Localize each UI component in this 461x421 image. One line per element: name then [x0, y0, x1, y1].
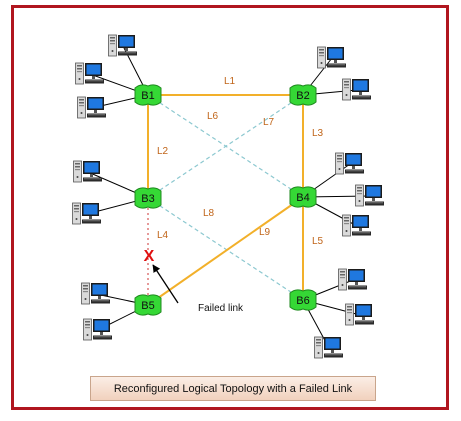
- link-l8: [147, 197, 304, 301]
- node-b6: B6: [289, 289, 317, 311]
- node-b3: B3: [134, 187, 162, 209]
- node-label: B1: [141, 90, 154, 102]
- computer-icon: [342, 78, 372, 101]
- diagram-caption: Reconfigured Logical Topology with a Fai…: [113, 382, 353, 395]
- link-label-l4: L4: [157, 230, 169, 241]
- node-b1: B1: [134, 84, 162, 106]
- failed-link-callout: Failed link: [198, 303, 244, 314]
- link-label-l5: L5: [312, 236, 324, 247]
- computer-icon: [83, 318, 113, 341]
- computer-icon: [335, 152, 365, 175]
- link-label-l9: L9: [259, 227, 271, 238]
- computer-icon: [314, 336, 344, 359]
- link-label-l3: L3: [312, 128, 324, 139]
- link-label-l6: L6: [207, 111, 219, 122]
- node-b4: B4: [289, 186, 317, 208]
- diagram-frame: [11, 5, 449, 410]
- computer-icon: [73, 160, 103, 183]
- computer-icon: [338, 268, 368, 291]
- node-label: B3: [141, 193, 154, 205]
- link-l9: [147, 196, 304, 306]
- caption-box: Reconfigured Logical Topology with a Fai…: [90, 376, 376, 401]
- computer-icon: [81, 282, 111, 305]
- node-label: B2: [296, 90, 309, 102]
- link-label-l1: L1: [224, 76, 236, 87]
- links: [147, 94, 304, 306]
- link-label-l7: L7: [263, 117, 275, 128]
- node-label: B6: [296, 295, 309, 307]
- computer-icon: [75, 62, 105, 85]
- computer-icon: [77, 96, 107, 119]
- failed-link-arrow: [152, 264, 179, 304]
- link-label-l2: L2: [157, 146, 169, 157]
- computer-icon: [72, 202, 102, 225]
- failure-marker: X: [144, 248, 155, 265]
- computer-icon: [345, 303, 375, 326]
- computer-icon: [108, 34, 138, 57]
- computer-icon: [342, 214, 372, 237]
- link-l7: [147, 94, 304, 199]
- node-label: B4: [296, 192, 309, 204]
- computer-icon: [355, 184, 385, 207]
- node-label: B5: [141, 300, 154, 312]
- node-b2: B2: [289, 84, 317, 106]
- link-label-l8: L8: [203, 208, 215, 219]
- computer-icon: [317, 46, 347, 69]
- node-b5: B5: [134, 294, 162, 316]
